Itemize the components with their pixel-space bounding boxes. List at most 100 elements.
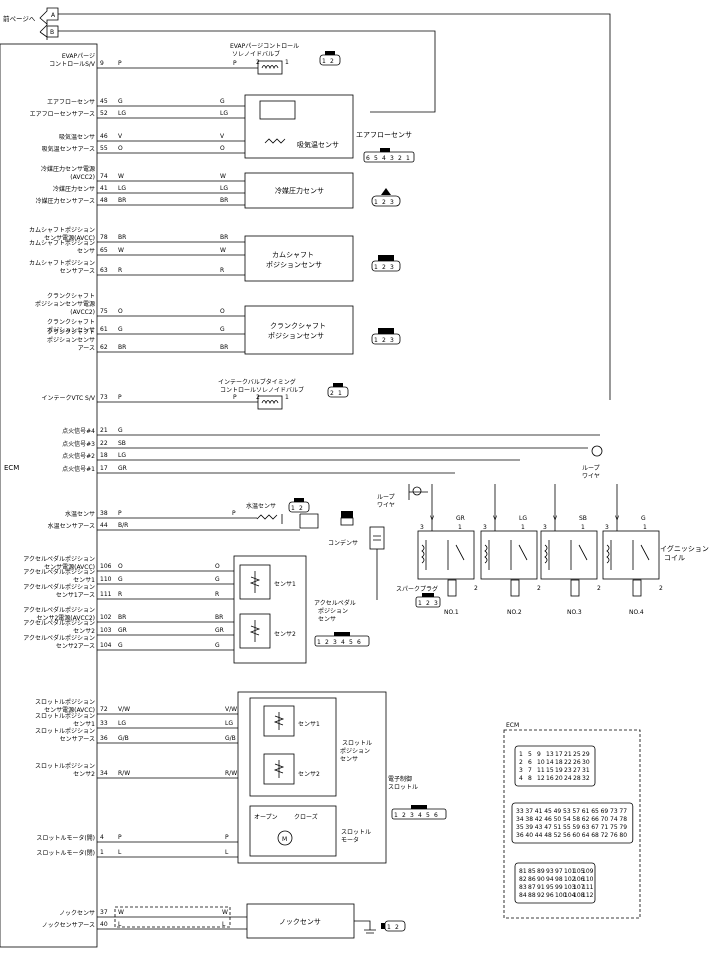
pin-label: (AVCC2) bbox=[70, 174, 95, 181]
pin-label: コントロールS/V bbox=[49, 61, 96, 68]
pin-number: 34 bbox=[100, 770, 108, 777]
pin-label: (AVCC2) bbox=[70, 309, 95, 316]
loop-left-1: ループ bbox=[377, 494, 395, 501]
pin-number: 72 bbox=[100, 706, 108, 713]
wire-color-end: O bbox=[220, 145, 225, 152]
coil-number: NO.1 bbox=[444, 609, 459, 616]
svg-text:1: 1 bbox=[643, 524, 647, 531]
prev-page-link[interactable]: 前ページへ A B bbox=[3, 7, 59, 40]
ecm-terminal: 42 bbox=[535, 816, 543, 823]
wire-color-end: W bbox=[220, 173, 226, 180]
refrigerant-sensor: 冷媒圧力センサ bbox=[244, 172, 354, 209]
cam-connector bbox=[371, 255, 401, 272]
svg-text:1: 1 bbox=[458, 524, 462, 531]
ecm-terminal: 22 bbox=[564, 759, 572, 766]
wire-color: R/W bbox=[118, 770, 130, 777]
pin-number: 33 bbox=[100, 720, 108, 727]
ecm-terminal: 3 bbox=[519, 767, 523, 774]
pin-label: アース bbox=[78, 345, 95, 352]
pin-label: ポジションセンサ電源 bbox=[35, 300, 95, 308]
pin-label: 吸気温センサ bbox=[59, 133, 95, 141]
pin-label: スロットルポジション bbox=[35, 727, 95, 735]
wire-color: L bbox=[118, 849, 122, 856]
ecm-terminal: 84 bbox=[519, 892, 527, 899]
wire-color-end: O bbox=[220, 308, 225, 315]
ecm-terminal: 112 bbox=[582, 892, 594, 899]
connector-pin: 6 bbox=[357, 639, 361, 646]
ecm-terminal: 80 bbox=[619, 832, 627, 839]
pin-number: 22 bbox=[100, 440, 108, 447]
coil-wire-color: GR bbox=[456, 515, 465, 522]
connector-pin: 3 bbox=[390, 199, 394, 206]
ecm-terminal: 17 bbox=[555, 751, 563, 758]
pin-number: 48 bbox=[100, 197, 108, 204]
ecm-terminal: 36 bbox=[516, 832, 524, 839]
plug-connector bbox=[415, 593, 441, 608]
ecm-terminal: 12 bbox=[537, 775, 545, 782]
pin-number: 21 bbox=[100, 427, 108, 434]
wire-color-end: G bbox=[220, 98, 225, 105]
pin-number: 55 bbox=[100, 145, 108, 152]
pin-label: 点火信号#1 bbox=[62, 465, 95, 473]
throttle-pos-name-1: スロットル bbox=[342, 740, 372, 747]
pin-label: 点火信号#3 bbox=[62, 440, 95, 448]
pin-label: アクセルペダルポジション bbox=[23, 619, 95, 627]
wire-color-end: G/B bbox=[225, 735, 236, 742]
svg-text:V: V bbox=[553, 515, 558, 522]
wire-color: O bbox=[118, 145, 123, 152]
pin-number: 104 bbox=[100, 642, 112, 649]
svg-text:2: 2 bbox=[659, 585, 663, 592]
conn-b-label: B bbox=[50, 29, 54, 36]
accel-name-1: アクセルペダル bbox=[314, 599, 356, 607]
wire-color: L bbox=[118, 921, 122, 928]
wire-color-end: R bbox=[220, 267, 224, 274]
ecm-terminal: 49 bbox=[554, 808, 562, 815]
pin-label: アクセルペダルポジション bbox=[23, 583, 95, 591]
ecm-terminal: 98 bbox=[555, 876, 563, 883]
ecm-terminal: 107 bbox=[573, 884, 585, 891]
connector-pin: 1 bbox=[387, 924, 391, 931]
throttle-pos-name-2: ポジション bbox=[340, 747, 370, 755]
ecm-terminal: 110 bbox=[582, 876, 594, 883]
ecm-terminal: 16 bbox=[546, 775, 554, 782]
ecm-terminal: 55 bbox=[563, 824, 571, 831]
ecm-terminal: 90 bbox=[537, 876, 545, 883]
pin-label: スロットルポジション bbox=[35, 698, 95, 706]
ecm-terminal: 48 bbox=[544, 832, 552, 839]
wire-color: BR bbox=[118, 197, 126, 204]
ecm-terminal: 61 bbox=[582, 808, 590, 815]
pin-label: 水温センサアース bbox=[48, 522, 95, 530]
cam-name-2: ポジションセンサ bbox=[266, 261, 322, 269]
ecm-terminal: 77 bbox=[619, 808, 627, 815]
pin-number: 102 bbox=[100, 614, 112, 621]
ecm-terminal: 91 bbox=[537, 884, 545, 891]
wire-color-end: P bbox=[233, 60, 237, 67]
wire-color: R bbox=[118, 591, 122, 598]
svg-text:1: 1 bbox=[285, 394, 289, 401]
pin-number: 9 bbox=[100, 60, 104, 67]
connector-pin: 1 bbox=[374, 264, 378, 271]
wire-color-end: LG bbox=[225, 720, 233, 727]
pin-label: スロットルモータ(閉) bbox=[36, 849, 95, 857]
pin-label: アクセルペダルポジション bbox=[23, 555, 95, 563]
ecm-terminal: 54 bbox=[563, 816, 571, 823]
wire-color-end: P bbox=[225, 834, 229, 841]
ecm-box bbox=[0, 43, 98, 948]
ecm-terminal: 58 bbox=[572, 816, 580, 823]
ecm-terminal: 32 bbox=[582, 775, 590, 782]
accel-sensor1-name: センサ1 bbox=[274, 581, 296, 588]
ecm-terminal: 29 bbox=[582, 751, 590, 758]
pin-number: 45 bbox=[100, 98, 108, 105]
wire-color: GR bbox=[118, 627, 127, 634]
wire-color: W bbox=[118, 909, 124, 916]
